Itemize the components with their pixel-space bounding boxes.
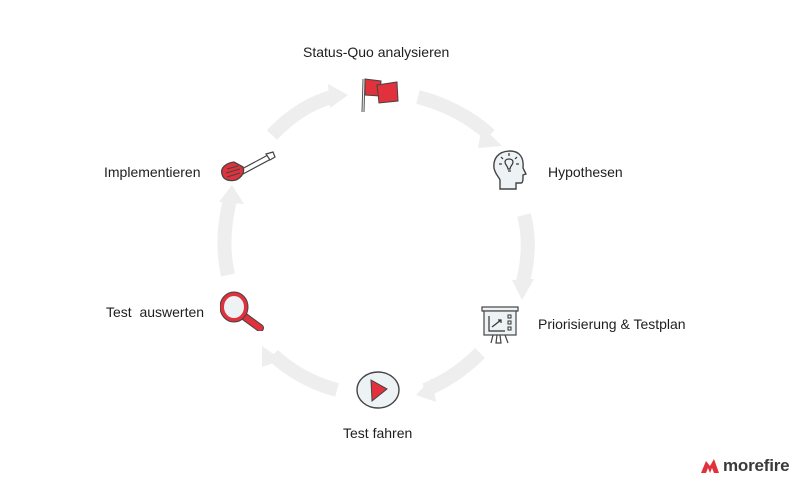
step-label-test-auswerten: Test auswerten: [106, 304, 205, 320]
step-label-hypothesen: Hypothesen: [548, 164, 623, 180]
brand-name: morefire: [723, 456, 790, 475]
step-label-priorisierung: Priorisierung & Testplan: [538, 316, 686, 332]
play-button-icon: [356, 371, 400, 409]
morefire-flame-icon: [701, 459, 719, 473]
screwdriver-icon: [220, 151, 276, 182]
step-label-status-quo: Status-Quo analysieren: [303, 44, 450, 60]
head-lightbulb-icon: [493, 150, 527, 190]
presentation-board-icon: [481, 306, 519, 344]
step-label-implementieren: Implementieren: [104, 164, 201, 180]
step-label-test-fahren: Test fahren: [343, 425, 413, 441]
flag-icon: [361, 78, 399, 113]
magnifier-icon: [220, 291, 264, 331]
morefire-logo: morefire: [701, 456, 790, 476]
